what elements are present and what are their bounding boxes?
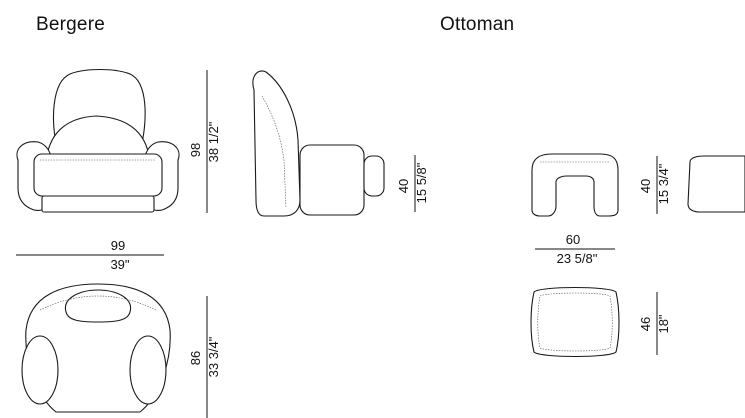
ottoman-depth-cm: 46: [638, 317, 653, 331]
bergere-seat-height-inch: 15 5/8": [414, 162, 429, 203]
ottoman-width-cm: 60: [566, 232, 580, 247]
bergere-seat-height-cm: 40: [396, 179, 411, 193]
bergere-side-view: [252, 70, 385, 217]
bergere-width-inch: 39": [110, 257, 129, 272]
ottoman-side-view: [687, 155, 745, 213]
dimension-bergere-height: 98 38 1/2": [188, 70, 221, 213]
bergere-height-cm: 98: [188, 143, 203, 157]
dimension-ottoman-height: 40 15 3/4": [638, 156, 671, 214]
ottoman-height-inch: 15 3/4": [656, 163, 671, 204]
ottoman-top-view: [530, 286, 620, 358]
dimension-ottoman-width: 60 23 5/8": [535, 232, 615, 266]
bergere-depth-cm: 86: [188, 351, 203, 365]
dimension-bergere-depth: 86 33 3/4": [188, 296, 221, 418]
bergere-title: Bergere: [36, 14, 105, 35]
ottoman-title: Ottoman: [440, 14, 515, 35]
bergere-width-cm: 99: [111, 238, 125, 253]
ottoman-width-inch: 23 5/8": [557, 251, 598, 266]
bergere-height-inch: 38 1/2": [206, 121, 221, 162]
bergere-top-view: [21, 283, 171, 413]
bergere-depth-inch: 33 3/4": [206, 336, 221, 377]
dimension-ottoman-depth: 46 18": [638, 292, 671, 355]
dimension-bergere-width: 99 39": [16, 238, 164, 272]
dimension-bergere-seat-height: 40 15 5/8": [396, 155, 429, 212]
ottoman-depth-inch: 18": [656, 314, 671, 333]
ottoman-height-cm: 40: [638, 179, 653, 193]
bergere-front-view: [16, 68, 180, 213]
ottoman-front-view: [531, 153, 619, 217]
